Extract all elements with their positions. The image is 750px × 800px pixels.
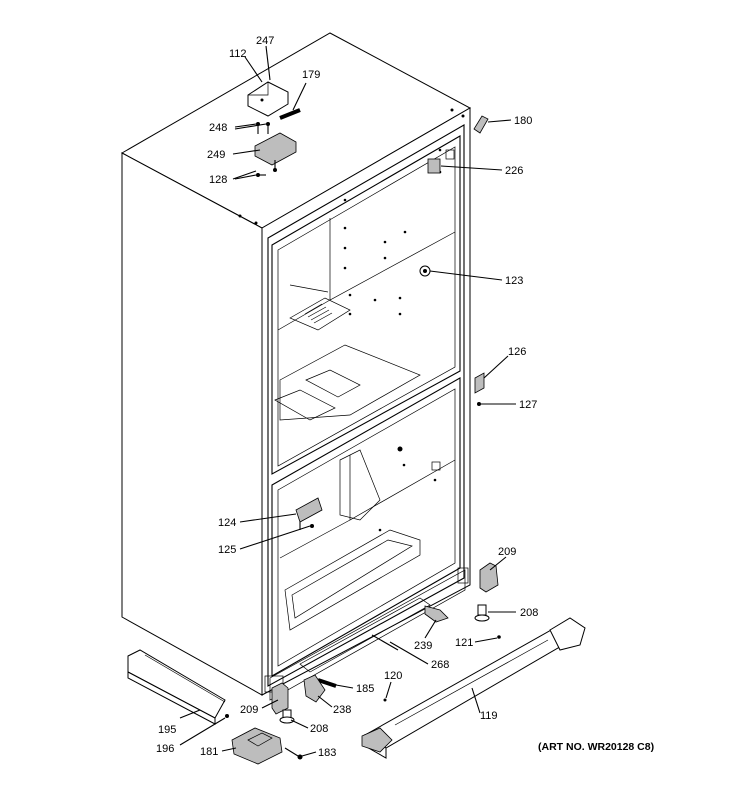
top-hinge-assembly (247, 81, 301, 177)
callout-123: 123 (505, 275, 523, 287)
callout-208-left: 208 (310, 723, 328, 735)
callout-179: 179 (302, 69, 320, 81)
leader-lines (179, 45, 516, 757)
callout-126: 126 (508, 346, 526, 358)
callout-208-right: 208 (520, 607, 538, 619)
callout-127: 127 (519, 399, 537, 411)
callout-196: 196 (156, 743, 174, 755)
art-number: (ART NO. WR20128 C8) (538, 741, 655, 753)
callout-209-left: 209 (240, 704, 258, 716)
callout-226: 226 (505, 165, 523, 177)
callout-121: 121 (455, 637, 473, 649)
callout-239: 239 (414, 640, 432, 652)
callout-238: 238 (333, 704, 351, 716)
callout-124: 124 (218, 517, 236, 529)
callout-248: 248 (209, 122, 227, 134)
bottom-hardware (127, 649, 337, 765)
callout-labels: 112 247 179 248 249 128 180 226 123 126 … (156, 35, 538, 759)
callout-249: 249 (207, 149, 225, 161)
fresh-food-compartment (271, 135, 461, 475)
side-parts (371, 115, 501, 702)
callout-128: 128 (209, 174, 227, 186)
callout-180: 180 (514, 115, 532, 127)
callout-181: 181 (200, 746, 218, 758)
cabinet-body (120, 32, 472, 696)
callout-112: 112 (229, 48, 247, 60)
callout-119: 119 (480, 710, 498, 722)
callout-120: 120 (384, 670, 402, 682)
callout-195: 195 (158, 724, 176, 736)
callout-183: 183 (318, 747, 336, 759)
callout-247: 247 (256, 35, 274, 47)
callout-125: 125 (218, 544, 236, 556)
callout-185: 185 (356, 683, 374, 695)
base-rail (361, 617, 586, 759)
callout-268: 268 (431, 659, 449, 671)
callout-209-right: 209 (498, 546, 516, 558)
